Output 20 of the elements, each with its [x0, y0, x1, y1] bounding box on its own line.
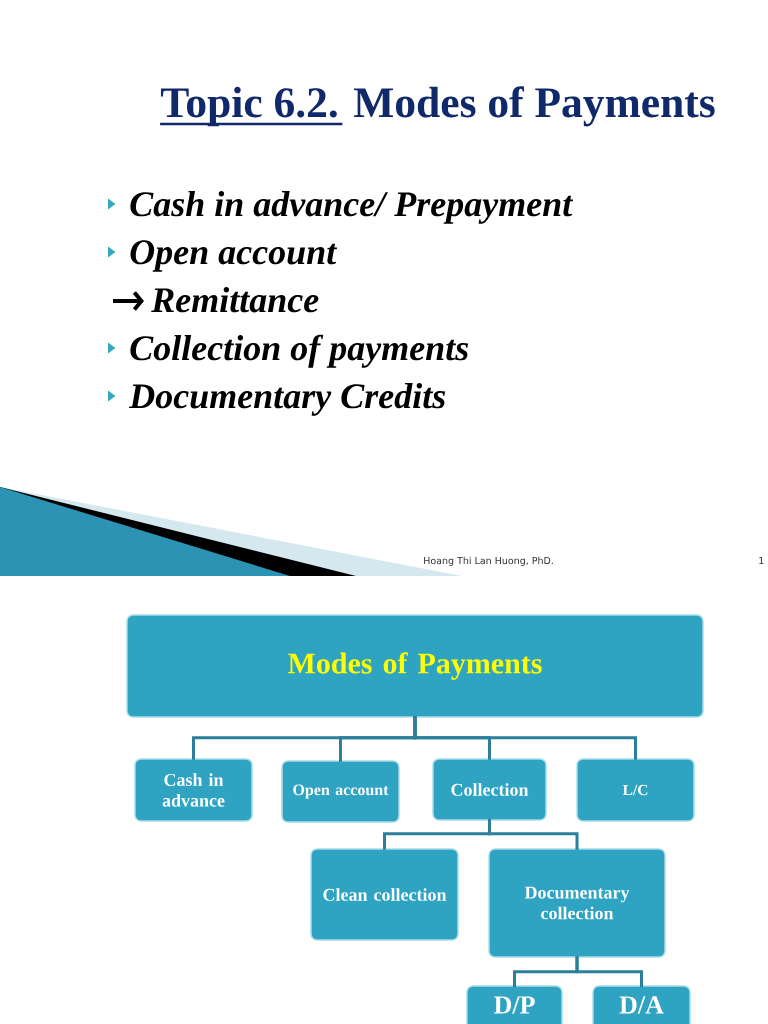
- leaf-box: Clean collection: [310, 848, 459, 941]
- footer-text: Hoang Thi Lan Huong, PhD.: [424, 556, 553, 566]
- connector-line: [488, 819, 579, 850]
- branch-box: Collection: [432, 758, 547, 821]
- bullet-text: Remittance: [151, 287, 319, 313]
- leaf-box: Documentary collection: [488, 848, 666, 958]
- bullet-text: Cash in advance/ Prepayment: [130, 191, 574, 224]
- bullet-text: Documentary Credits: [128, 383, 446, 416]
- connector-line: [413, 716, 637, 760]
- slide-title: Topic 6.2. Modes of Payments: [160, 86, 715, 127]
- bullet-text: Open account: [130, 240, 338, 272]
- bullet-text: Collection of payments: [130, 334, 469, 368]
- root-box: Modes of Payments: [126, 614, 704, 718]
- page-number: 1: [759, 557, 764, 564]
- branch-box: Cash in advance: [134, 758, 253, 822]
- leaf-box: D/A: [592, 985, 691, 1024]
- leaf-box: D/P: [466, 985, 563, 1024]
- branch-box: L/C: [576, 758, 695, 822]
- connector-line: [575, 956, 643, 988]
- branch-box: Open account: [281, 760, 400, 823]
